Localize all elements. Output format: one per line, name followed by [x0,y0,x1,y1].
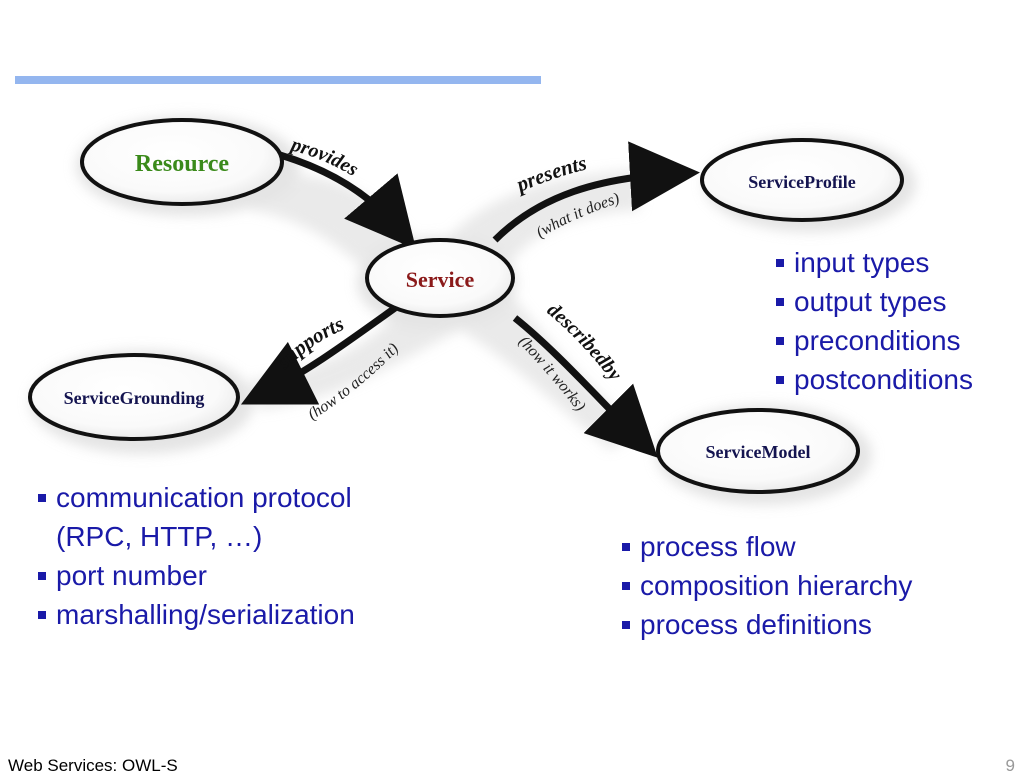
node-service-grounding: ServiceGrounding [28,353,240,441]
list-item: preconditions [776,321,973,360]
list-item: marshalling/serialization [38,595,355,634]
service-grounding-bullets: communication protocol (RPC, HTTP, …) po… [38,478,355,634]
resource-label: Resource [135,151,230,177]
title-underline-bar [15,76,541,84]
service-model-bullets: process flow composition hierarchy proce… [622,527,912,644]
service-profile-label: ServiceProfile [748,172,856,192]
node-service-profile: ServiceProfile [700,138,904,222]
list-item: port number [38,556,355,595]
list-item: process definitions [622,605,912,644]
node-resource: Resource [80,118,284,206]
presents-arrow [492,141,700,243]
service-grounding-label: ServiceGrounding [64,388,205,408]
page-number: 9 [1005,756,1015,775]
list-item-continuation: (RPC, HTTP, …) [56,521,263,552]
service-label: Service [406,267,475,292]
list-item: input types [776,243,973,282]
supports-arrow [240,305,398,405]
list-item: composition hierarchy [622,566,912,605]
provides-arrow [278,151,417,250]
list-item: postconditions [776,360,973,399]
list-item: output types [776,282,973,321]
relation-arrows [240,141,700,458]
service-profile-bullets: input types output types preconditions p… [776,243,973,399]
list-item: communication protocol [38,478,355,517]
describedby-arrow [512,315,658,458]
footer-title: Web Services: OWL-S [8,756,178,775]
node-service: Service [365,238,515,318]
service-model-label: ServiceModel [706,442,811,462]
list-item: process flow [622,527,912,566]
node-service-model: ServiceModel [656,408,860,494]
